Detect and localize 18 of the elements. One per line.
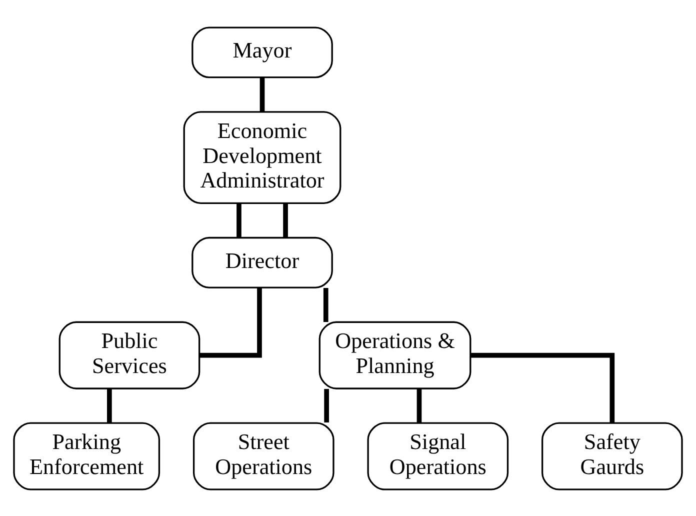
connector <box>260 76 265 112</box>
connector <box>236 202 242 237</box>
connector <box>470 352 615 422</box>
node-box: Signal Operations <box>367 422 509 490</box>
connector <box>323 287 328 322</box>
connector <box>199 287 262 358</box>
node-box: Parking Enforcement <box>13 422 160 490</box>
node-box: Economic Development Administrator <box>183 110 342 204</box>
connector <box>324 388 329 422</box>
connector <box>107 388 112 422</box>
node-box: Operations & Planning <box>318 320 472 389</box>
node-box: Street Operations <box>192 422 334 490</box>
node-box: Mayor <box>192 26 333 78</box>
node-box: Safety Gaurds <box>541 422 683 490</box>
connector <box>416 388 422 422</box>
node-box: Director <box>192 236 333 288</box>
node-box: Public Services <box>58 320 200 389</box>
connector <box>283 202 288 237</box>
